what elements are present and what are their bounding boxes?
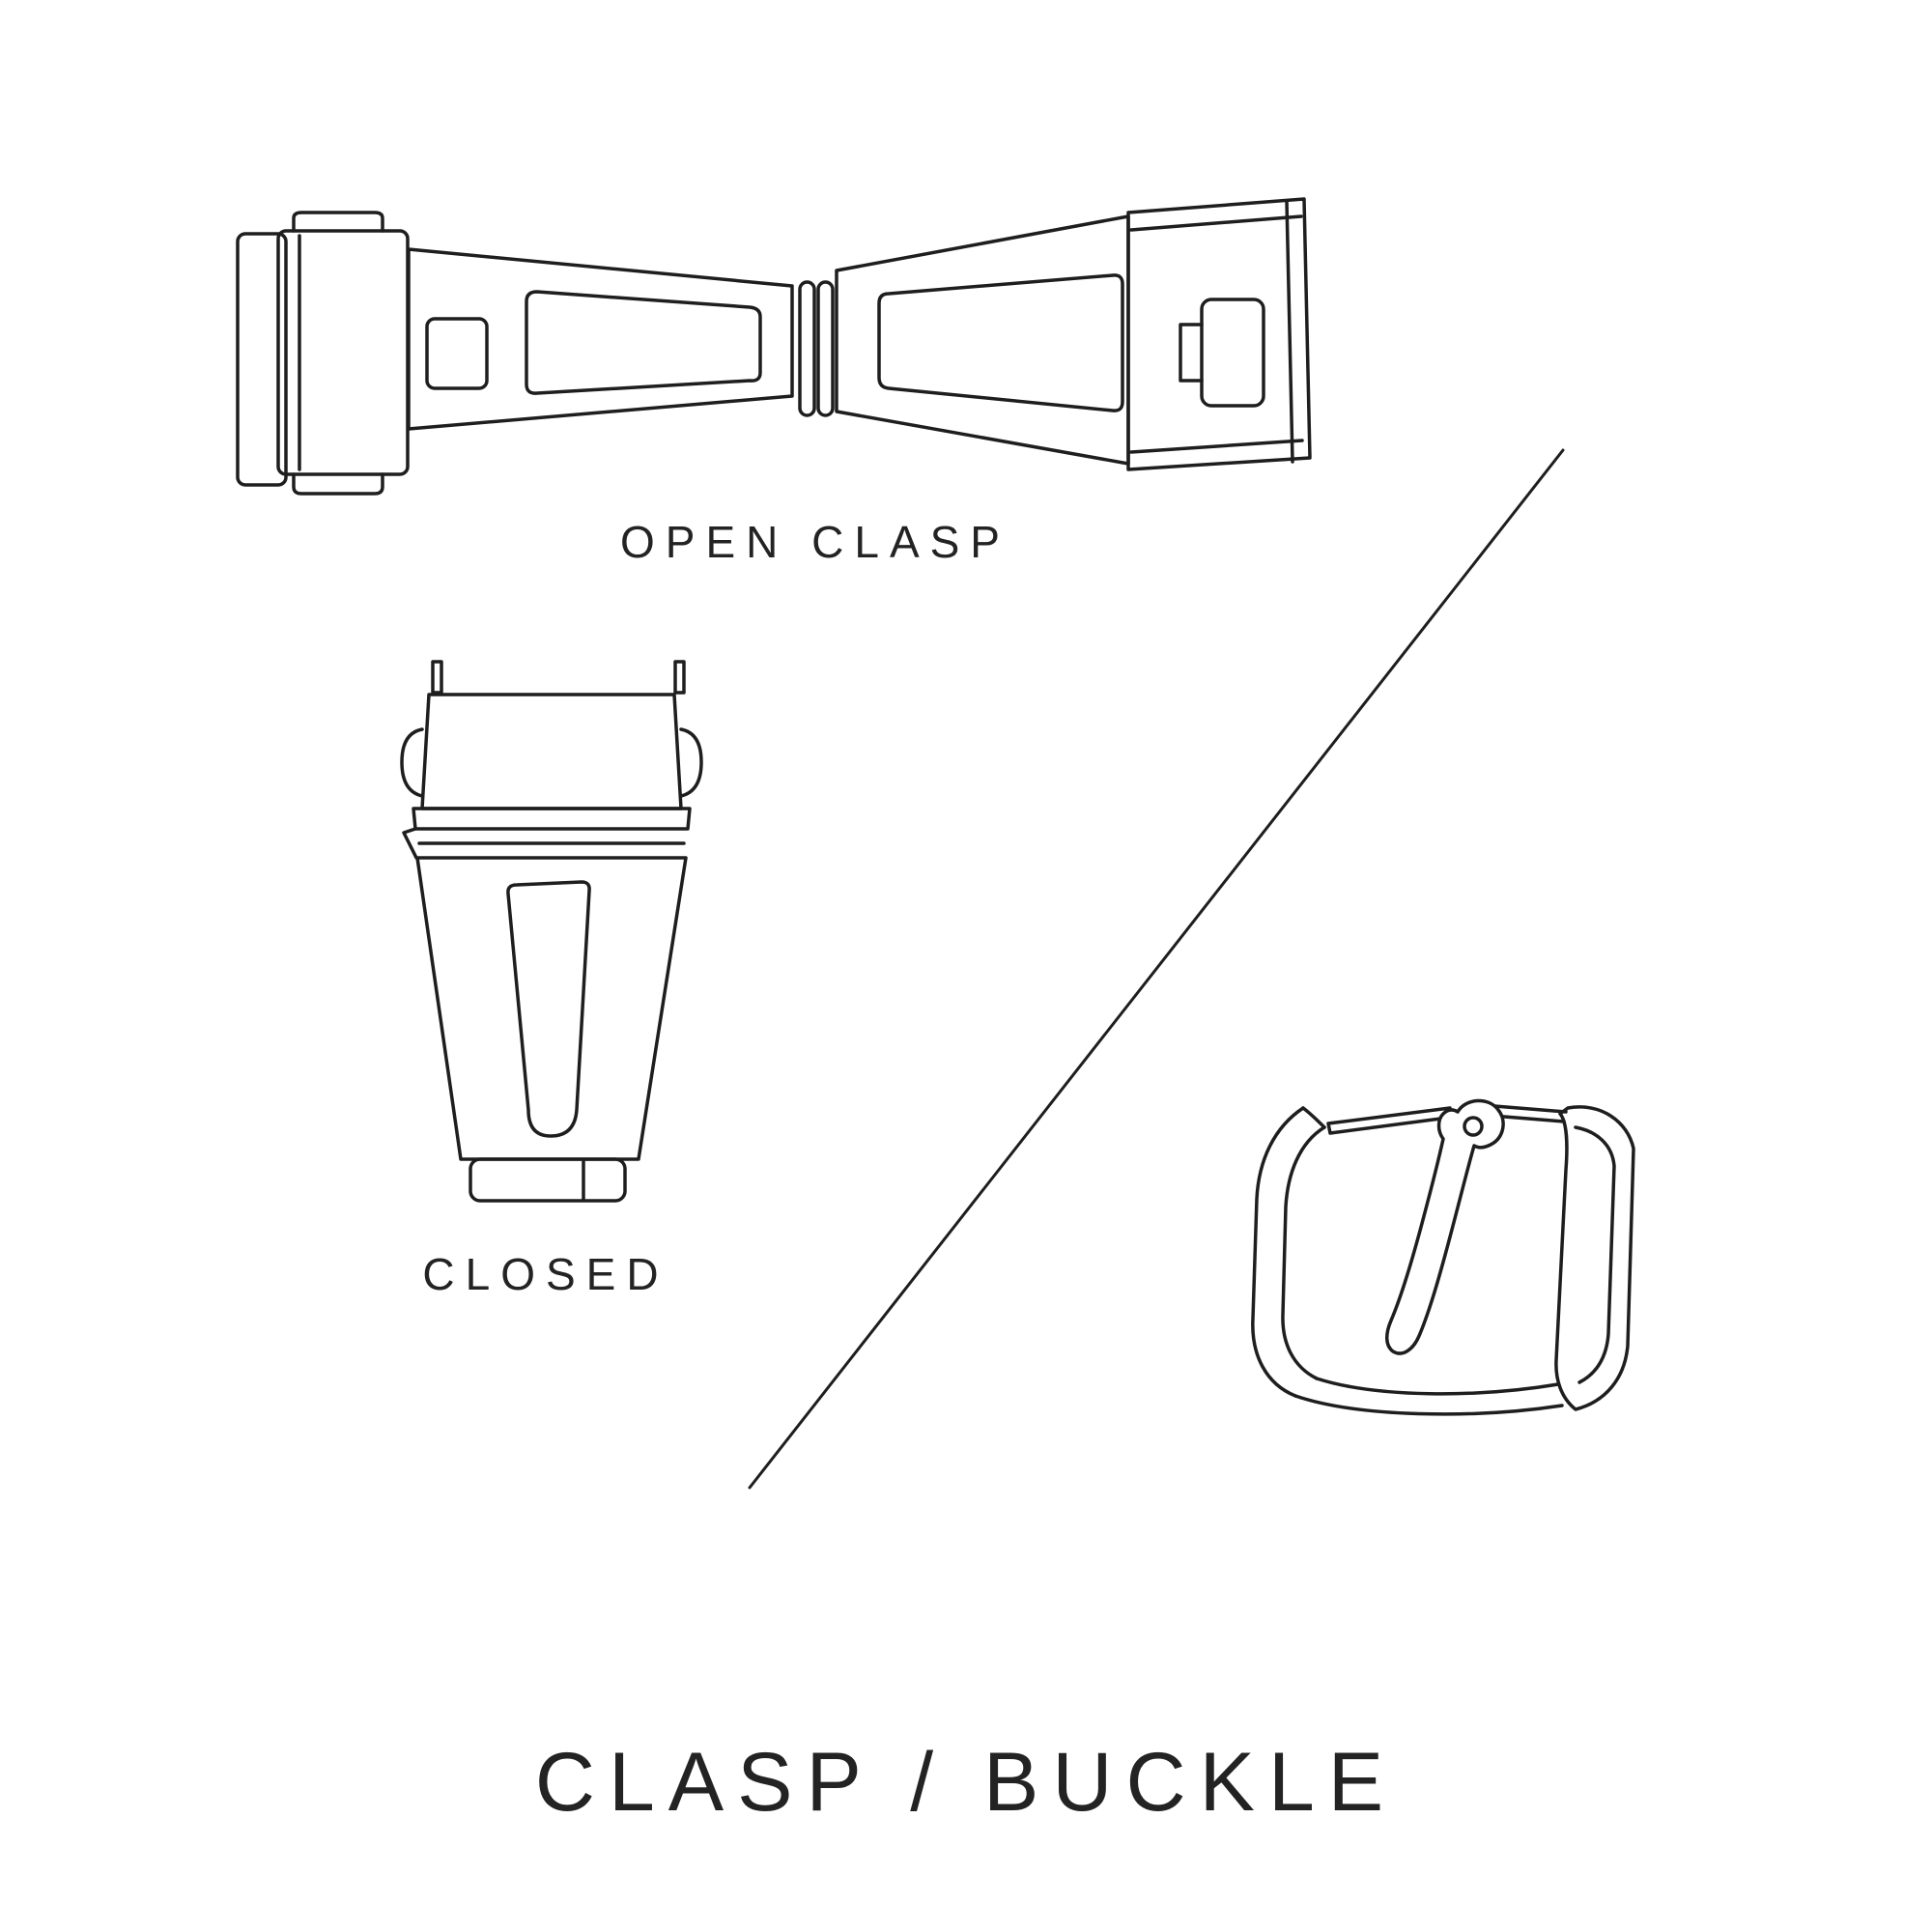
clasp-pusher-notch — [425, 317, 489, 390]
buckle-frame-bottom-outer — [1293, 1394, 1564, 1416]
closed-clasp-left-notch — [402, 827, 418, 860]
buckle-spring-bar-right — [1491, 1104, 1568, 1123]
closed-clasp-body — [415, 856, 688, 1161]
clasp-left-arm-slot — [525, 290, 762, 395]
clasp-fold-block-top-tab — [292, 211, 384, 233]
clasp-end-plate-cutout — [1200, 298, 1265, 408]
buckle-frame-left-outer — [1251, 1106, 1305, 1398]
buckle-frame-right-contour — [1574, 1125, 1616, 1384]
clasp-end-plate-top-edge — [1129, 214, 1303, 232]
closed-clasp-side-tab-left — [400, 727, 424, 798]
clasp-end-plate-catch — [1179, 323, 1204, 383]
buckle-illustration — [1251, 1098, 1635, 1416]
clasp-end-plate-right-edge — [1285, 199, 1294, 464]
closed-clasp-illustration — [400, 660, 703, 1203]
clasp-hinge-bar-left — [798, 280, 816, 417]
closed-clasp-prong-right — [673, 660, 686, 695]
buckle-tongue-loop — [1463, 1116, 1484, 1137]
buckle-frame-left-inner — [1281, 1125, 1326, 1380]
open-clasp-illustration — [236, 197, 1312, 496]
closed-clasp-slot — [506, 880, 591, 1138]
buckle-frame-bottom-inner — [1315, 1377, 1560, 1396]
closed-clasp-cover-bar — [412, 807, 692, 831]
page-title: CLASP / BUCKLE — [534, 1736, 1398, 1829]
clasp-right-arm-slot — [877, 273, 1124, 412]
closed-clasp-label: CLOSED — [422, 1249, 669, 1299]
closed-clasp-foot — [469, 1157, 627, 1203]
clasp-fold-block-bottom-tab — [292, 472, 384, 496]
closed-clasp-prong-left — [431, 660, 443, 695]
open-clasp-label: OPEN CLASP — [620, 517, 1010, 567]
closed-clasp-side-tab-right — [679, 727, 703, 798]
buckle-tongue — [1385, 1098, 1505, 1355]
divider-line — [748, 448, 1565, 1490]
clasp-left-arm — [407, 247, 794, 431]
buckle-frame-left-cap — [1301, 1106, 1326, 1129]
clasp-end-link — [236, 232, 288, 487]
buckle-spring-bar-left — [1326, 1106, 1452, 1135]
clasp-hinge-bar-right — [816, 280, 835, 417]
clasp-end-plate-bottom-edge — [1129, 439, 1304, 454]
clasp-end-plate — [1126, 197, 1312, 471]
